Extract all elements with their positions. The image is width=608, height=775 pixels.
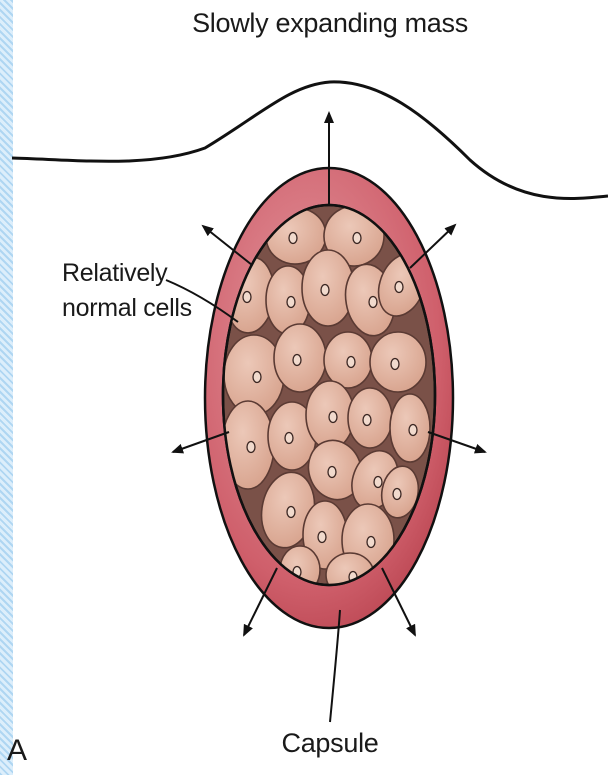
cell-nucleus-icon [293, 355, 301, 366]
cell-nucleus-icon [393, 489, 401, 500]
cells-label-line-1: Relatively [62, 256, 192, 291]
cell-nucleus-icon [374, 477, 382, 488]
cell-nucleus-icon [391, 359, 399, 370]
cell-nucleus-icon [329, 412, 337, 423]
cell-nucleus-icon [285, 433, 293, 444]
cell-nucleus-icon [328, 467, 336, 478]
cell-nucleus-icon [287, 297, 295, 308]
cell-nucleus-icon [363, 415, 371, 426]
cells-label: Relatively normal cells [62, 256, 192, 326]
cell-nucleus-icon [321, 285, 329, 296]
cell-nucleus-icon [253, 372, 261, 383]
cell-nucleus-icon [367, 537, 375, 548]
cell-nucleus-icon [409, 425, 417, 436]
capsule-label: Capsule [0, 728, 608, 759]
cell-nucleus-icon [247, 442, 255, 453]
cell-nucleus-icon [243, 292, 251, 303]
cell-nucleus-icon [347, 357, 355, 368]
panel-letter: A [7, 734, 27, 768]
cell-nucleus-icon [287, 507, 295, 518]
cell-nucleus-icon [369, 297, 377, 308]
cell-nucleus-icon [289, 233, 297, 244]
diagram-title: Slowly expanding mass [0, 8, 608, 39]
cell-nucleus-icon [395, 282, 403, 293]
cell-nucleus-icon [318, 532, 326, 543]
cells-label-line-2: normal cells [62, 291, 192, 326]
cell-nucleus-icon [353, 233, 361, 244]
